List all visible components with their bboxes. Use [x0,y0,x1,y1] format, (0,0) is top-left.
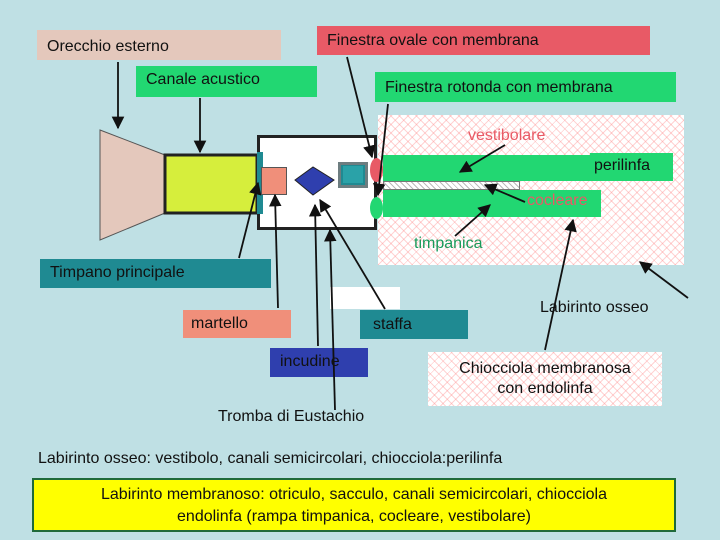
vestibular-text: vestibolare [468,127,546,144]
outer-ear-label: Orecchio esterno [37,30,281,60]
ear-canal-label: Canale acustico [136,66,317,97]
arrow-round-window [372,103,389,197]
round-window-label: Finestra rotonda con membrana [375,72,676,102]
outer-ear-text: Orecchio esterno [47,38,169,55]
arrow-hammer [269,193,282,309]
eardrum-text: Timpano principale [50,264,185,281]
anvil-label: incudine [270,348,368,377]
oval-window-label: Finestra ovale con membrana [317,26,650,55]
cochlear-label: cocleare [527,192,587,210]
oval-window-text: Finestra ovale con membrana [327,32,539,49]
membranous-summary-line1: Labirinto membranoso: otriculo, sacculo,… [101,486,607,503]
anvil-shape [294,166,335,196]
arrow-tympanic [454,204,491,237]
membranous-cochlea-line2: con endolinfa [497,380,593,397]
stirrup-base [343,166,363,183]
perilymph-label: perilinfa [590,153,673,181]
ear-canal-text: Canale acustico [146,71,260,88]
bony-summary-note: Labirinto osseo: vestibolo, canali semic… [38,450,502,468]
anvil-text: incudine [280,353,340,370]
bony-summary-text: Labirinto osseo: vestibolo, canali semic… [38,450,503,467]
bony-labyrinth-text: Labirinto osseo [540,299,649,316]
arrow-membranous-cochlea [544,218,577,351]
perilymph-text: perilinfa [594,157,651,174]
membranous-cochlea-label: Chiocciola membranosa con endolinfa [428,352,662,406]
arrow-eardrum [238,181,262,259]
tympanic-label: timpanica [414,235,482,253]
hammer-text: martello [191,315,248,332]
arrow-oval-window [346,56,376,159]
arrow-anvil [308,203,322,347]
bony-labyrinth-label: Labirinto osseo [540,299,649,317]
eustachian-tube-text: Tromba di Eustachio [218,408,365,425]
membranous-summary-line2: endolinfa (rampa timpanica, cocleare, ve… [177,508,531,525]
arrow-bony-labyrinth [638,261,689,299]
arrow-stirrup [319,198,386,310]
round-window-membrane [370,197,383,219]
stirrup-label: staffa [360,310,468,339]
arrow-cochlear [483,183,526,203]
ear-canal-tube [163,153,259,215]
round-window-text: Finestra rotonda con membrana [385,79,613,96]
stirrup-text: staffa [373,316,412,333]
membranous-cochlea-line1: Chiocciola membranosa [459,360,631,377]
cochlear-text: cocleare [527,192,588,209]
eustachian-tube-label: Tromba di Eustachio [218,408,364,426]
hammer-label: martello [183,310,291,338]
membranous-summary-box: Labirinto membranoso: otriculo, sacculo,… [32,478,676,532]
eardrum-label: Timpano principale [40,259,271,288]
arrow-eustachian [324,228,337,411]
tympanic-text: timpanica [414,235,483,252]
arrow-vestibular [458,144,506,173]
vestibular-label: vestibolare [468,127,545,145]
